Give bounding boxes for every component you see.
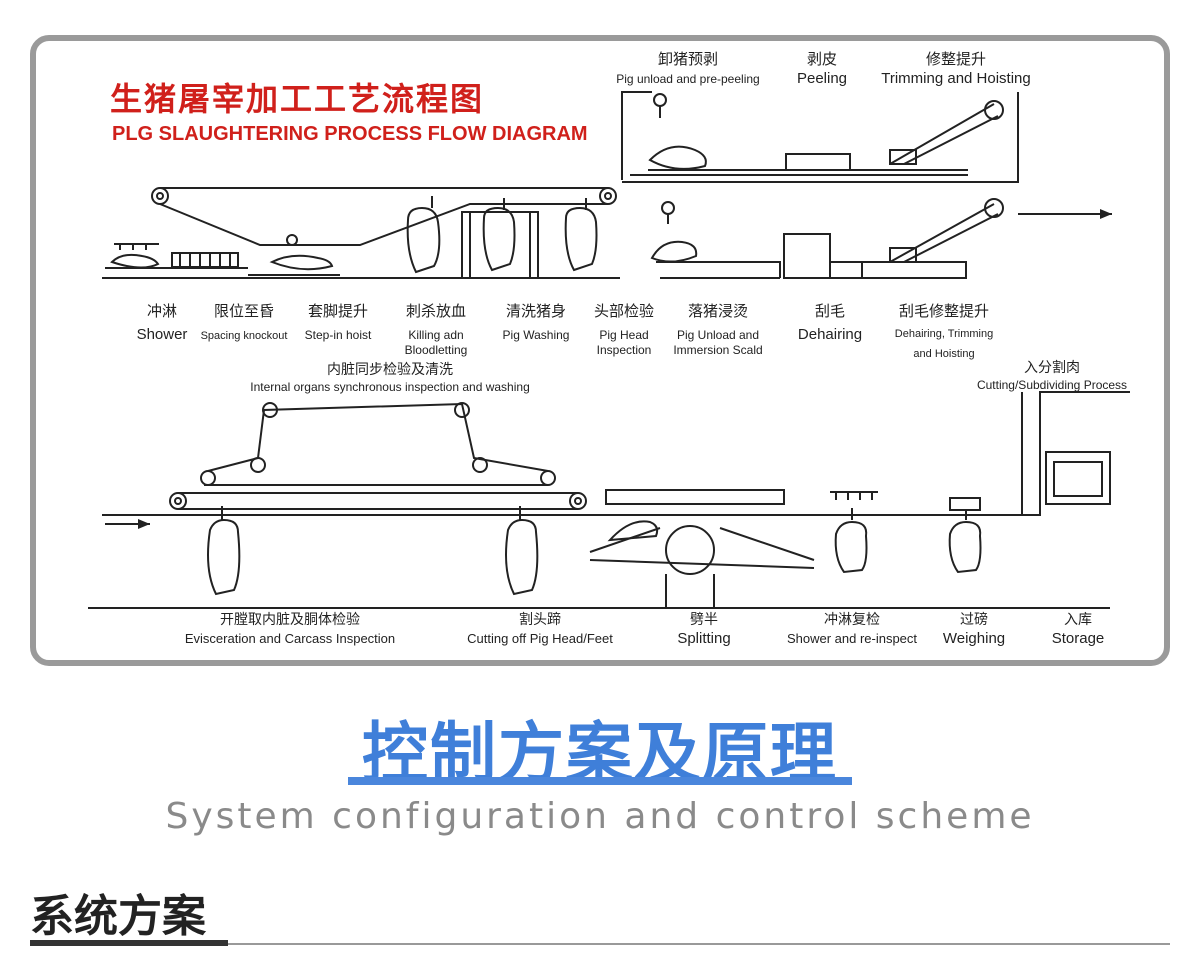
step-label-en: Storage [1052, 630, 1105, 647]
step-label-zh: 入分割肉 [1024, 359, 1080, 376]
step-label-en: Weighing [943, 630, 1005, 647]
step-label-zh: 刮毛 [815, 302, 845, 320]
process-flow-diagram: 生猪屠宰加工工艺流程图 PLG SLAUGHTERING PROCESS FLO… [30, 35, 1170, 666]
step-label-en: Splitting [677, 630, 730, 647]
hero-underline [348, 777, 852, 785]
diagram-title-en: PLG SLAUGHTERING PROCESS FLOW DIAGRAM [112, 123, 588, 145]
step-label-en: Cutting/Subdividing Process [977, 378, 1127, 392]
step-label-en: Pig Head [599, 328, 648, 342]
step-label-en: Shower and re-inspect [787, 631, 917, 646]
step-label-zh: 开膛取内脏及胴体检验 [220, 612, 360, 628]
step-label-zh: 限位至昏 [214, 302, 274, 320]
step-label-en: Shower [137, 326, 188, 343]
step-label-en-line2: Bloodletting [405, 343, 468, 357]
step-label-en: Pig Washing [503, 328, 570, 342]
step-label-zh: 过磅 [960, 611, 988, 628]
step-label-zh: 头部检验 [594, 302, 654, 320]
step-label-en: Step-in hoist [305, 328, 372, 342]
step-label-zh: 割头蹄 [519, 611, 561, 628]
step-label-zh: 入库 [1064, 612, 1092, 628]
step-label-en: Cutting off Pig Head/Feet [467, 631, 613, 646]
step-label-zh: 刮毛修整提升 [899, 302, 989, 320]
step-label-zh: 清洗猪身 [506, 302, 566, 320]
step-label-zh: 修整提升 [926, 50, 986, 68]
step-label-en-line2: Immersion Scald [673, 343, 762, 357]
step-label-en: Dehairing, Trimming [895, 328, 993, 340]
lower-conveyor [88, 391, 1130, 609]
diagram-title-zh: 生猪屠宰加工工艺流程图 [110, 80, 484, 118]
step-label-zh: 内脏同步检验及清洗 [327, 362, 453, 378]
step-label-zh: 剥皮 [807, 50, 837, 68]
section-title: 系统方案 [30, 891, 206, 942]
step-label-zh: 冲淋 [147, 302, 177, 320]
step-label-en: Spacing knockout [201, 330, 288, 342]
upper-step-labels: 卸猪预剥 Pig unload and pre-peeling 剥皮 Peeli… [137, 50, 1127, 394]
section-divider-accent [30, 940, 228, 946]
step-label-zh: 套脚提升 [308, 302, 368, 320]
diagram-frame [30, 35, 1170, 666]
hero-subtitle: System configuration and control scheme [165, 796, 1035, 837]
step-label-en: Evisceration and Carcass Inspection [185, 631, 395, 646]
step-label-zh: 卸猪预剥 [658, 50, 718, 68]
step-label-zh: 冲淋复检 [824, 611, 880, 628]
step-label-en: Pig Unload and [677, 328, 759, 342]
upper-conveyor [102, 91, 1112, 279]
lower-step-labels: 开膛取内脏及胴体检验 Evisceration and Carcass Insp… [185, 611, 1104, 647]
step-label-en-line2: and Hoisting [913, 348, 974, 360]
step-label-en: Peeling [797, 70, 847, 87]
step-label-zh: 劈半 [690, 611, 718, 628]
step-label-en: Killing adn [408, 328, 463, 342]
step-label-zh: 落猪浸烫 [688, 302, 748, 320]
section-divider [30, 943, 1170, 945]
step-label-en-line2: Inspection [597, 343, 652, 357]
step-label-en: Trimming and Hoisting [881, 70, 1031, 87]
step-label-zh: 刺杀放血 [406, 302, 466, 320]
step-label-en: Internal organs synchronous inspection a… [250, 380, 530, 394]
step-label-en: Dehairing [798, 326, 862, 343]
step-label-en: Pig unload and pre-peeling [616, 72, 759, 86]
